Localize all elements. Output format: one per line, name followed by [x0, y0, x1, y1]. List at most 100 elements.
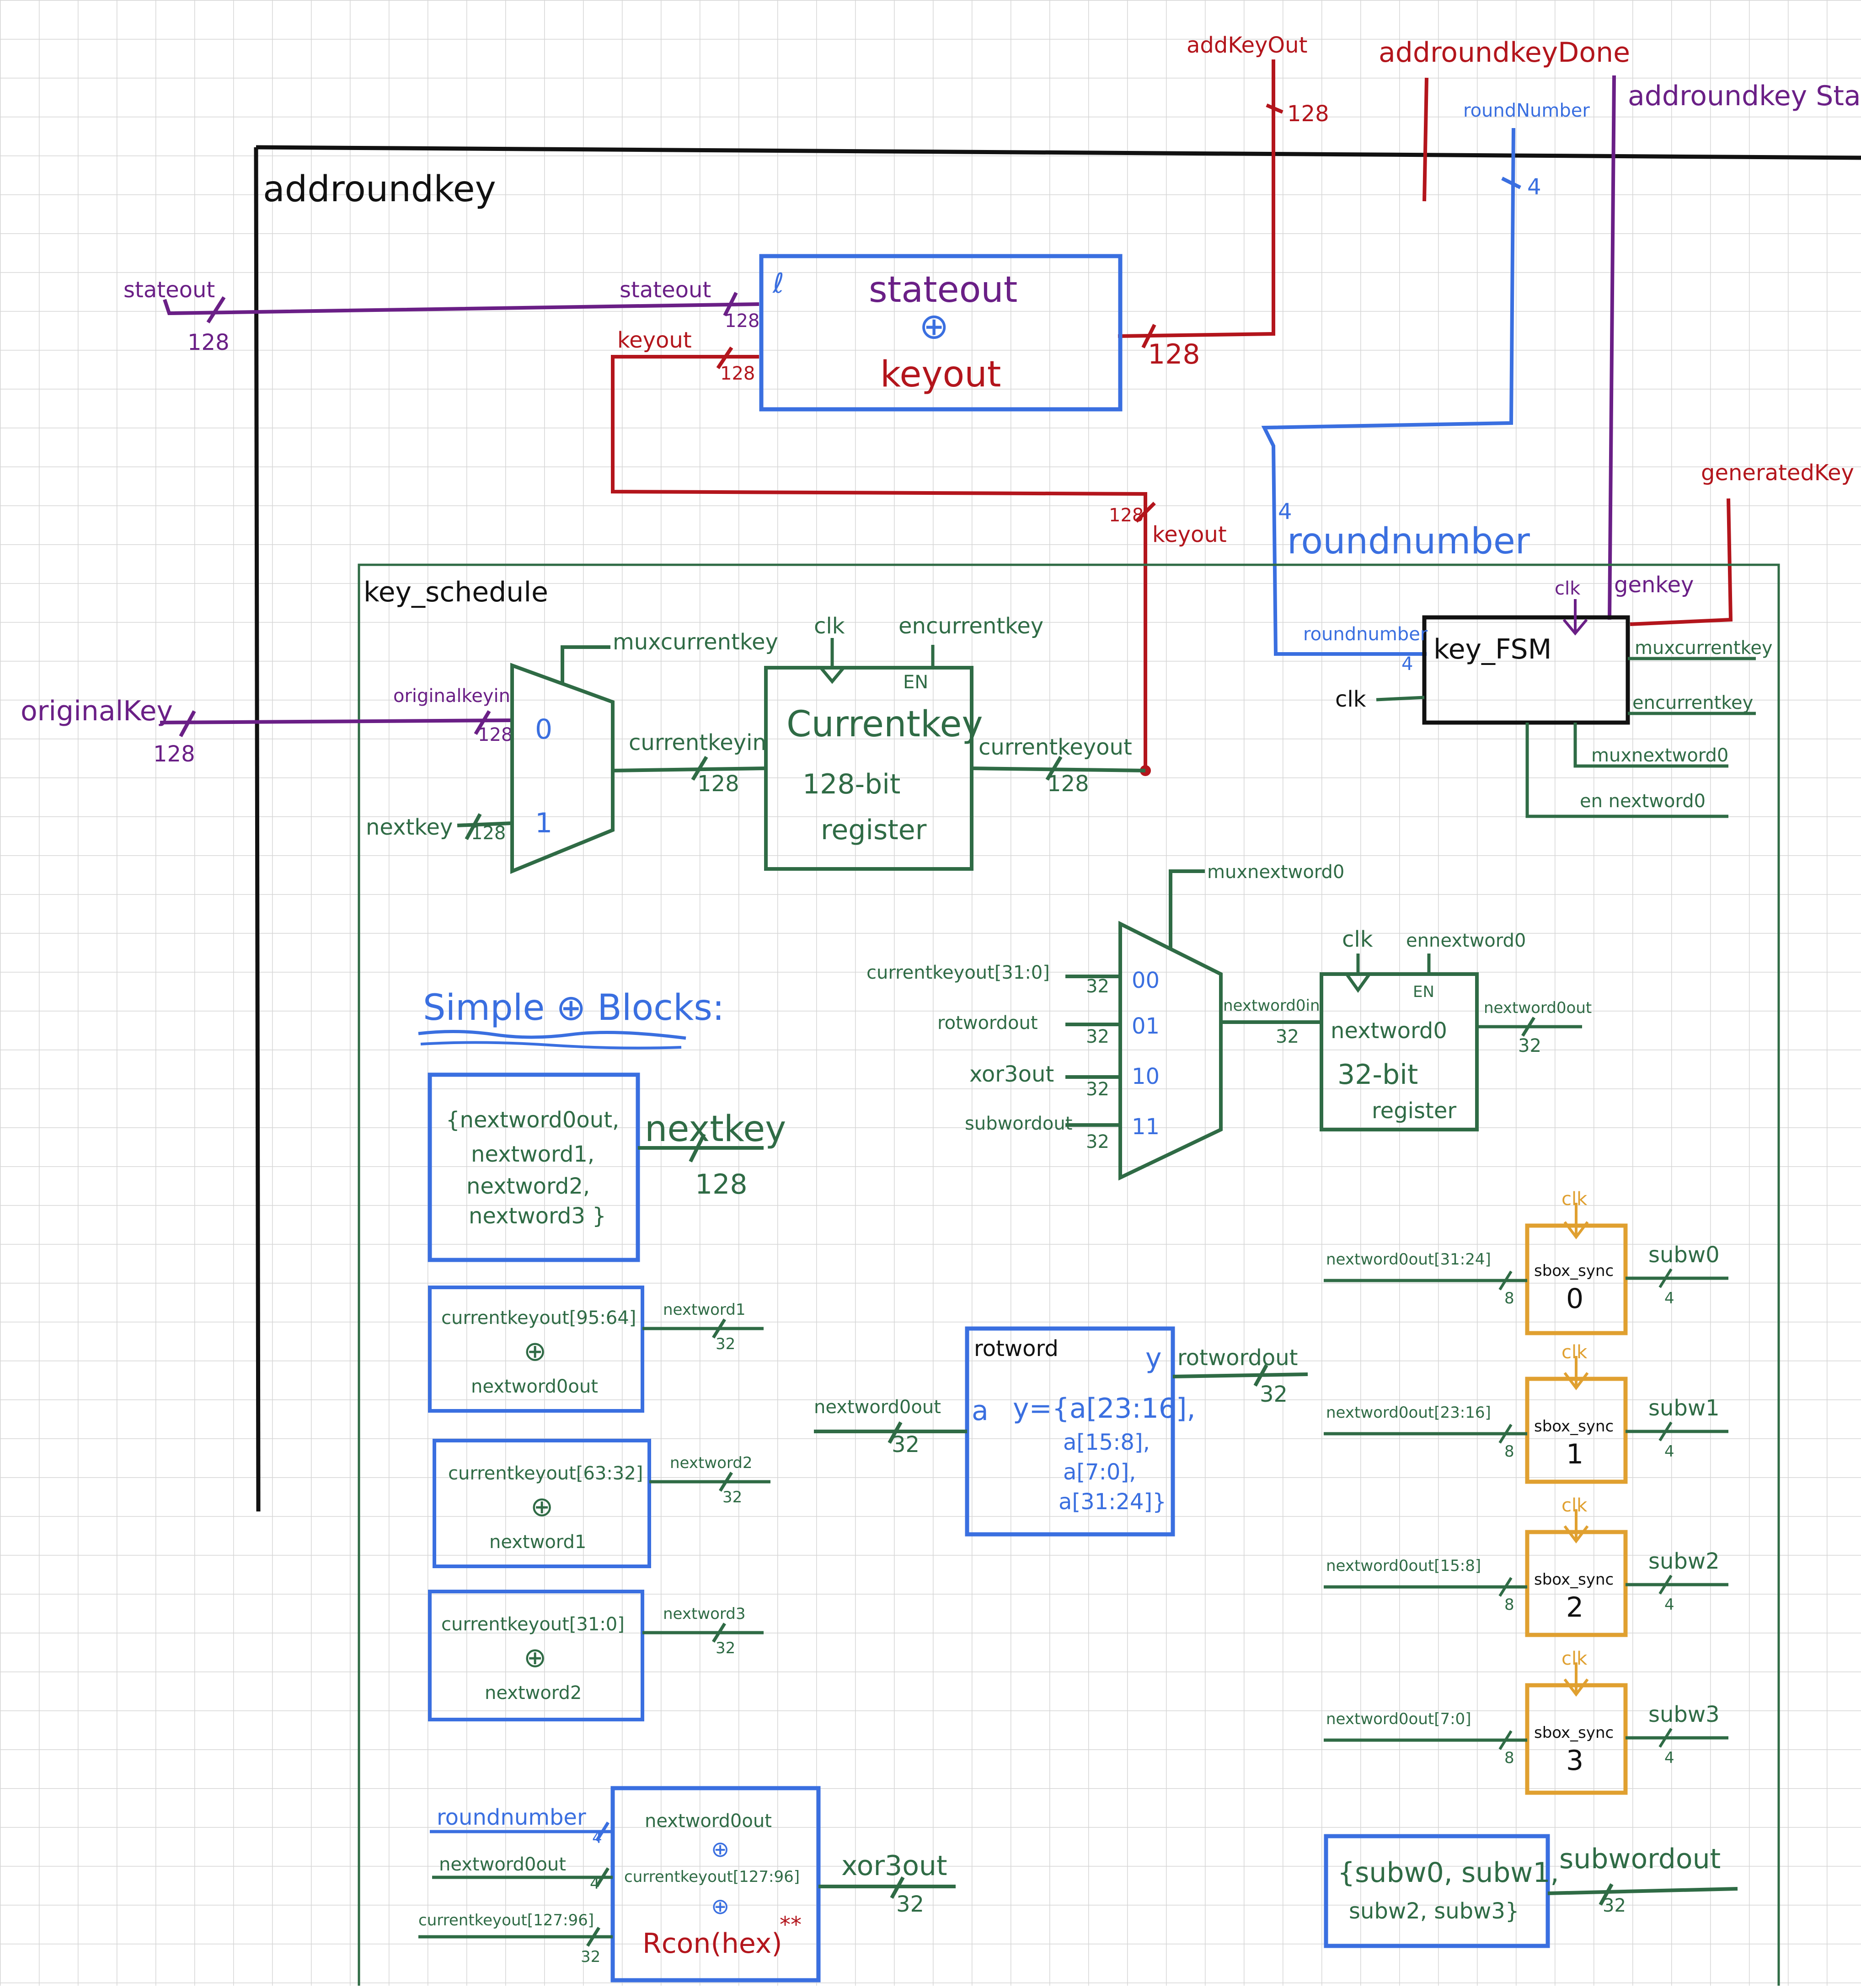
fsm-out-0: muxcurrentkey	[1635, 638, 1773, 659]
sbox2-out-width: 4	[1664, 1596, 1674, 1614]
mux2-in0-sel: 00	[1132, 968, 1160, 993]
sbox-2	[1324, 1509, 1728, 1637]
top-wires	[1118, 59, 1733, 656]
xor2-out-label: nextword2	[670, 1454, 753, 1472]
concat-line-1: nextword1,	[471, 1141, 594, 1167]
mux2-wires	[1065, 869, 1321, 1127]
sbox-3	[1324, 1662, 1728, 1795]
nextword0-out-label: nextword0out	[1484, 999, 1592, 1017]
fsm-roundnumber-label: roundnumber	[1303, 624, 1428, 645]
currentkey-type: register	[821, 814, 927, 846]
nextkey-out-wire	[638, 1133, 764, 1163]
roundnumber-wire-label: roundnumber	[1287, 521, 1530, 562]
originalkey-wire	[160, 710, 513, 737]
concat-out-width: 128	[695, 1168, 748, 1200]
rotword-in-width: 32	[892, 1432, 920, 1458]
nextword0-en-signal: ennextword0	[1406, 930, 1526, 951]
mux1-sel1: 1	[535, 807, 552, 839]
addroundkey-title: addroundkey	[263, 169, 496, 210]
xor3b-b: nextword2	[485, 1683, 582, 1704]
key-schedule-title: key_schedule	[364, 576, 548, 608]
mux2-in0-width: 32	[1086, 976, 1109, 997]
xor3-op1: ⊕	[711, 1837, 729, 1862]
currentkey-clk-label: clk	[814, 613, 845, 639]
xor2-out-width: 32	[722, 1488, 742, 1506]
sbox0-in-width: 8	[1504, 1289, 1514, 1307]
stateout-input-label: stateout	[123, 277, 215, 303]
sbox1-out-label: subw1	[1648, 1395, 1720, 1421]
sbox2-in-label: nextword0out[15:8]	[1326, 1557, 1481, 1575]
sbox1-in-label: nextword0out[23:16]	[1326, 1404, 1491, 1422]
nextword0-out-wire	[1477, 1017, 1582, 1037]
mux-nextword0	[1118, 921, 1223, 1181]
xor-block-line2: keyout	[880, 354, 1001, 395]
rotword-wires	[814, 1364, 1308, 1444]
xor2-b: nextword1	[489, 1532, 586, 1553]
mux2-in1-width: 32	[1086, 1026, 1109, 1047]
mux2-out-label: nextword0in	[1223, 997, 1320, 1015]
fsm-genkey-label: genkey	[1614, 572, 1694, 598]
xor1-out-wire	[642, 1318, 764, 1339]
mux2-in0-label: currentkeyout[31:0]	[866, 962, 1050, 983]
rotword-expr-0: y={a[23:16],	[1013, 1393, 1196, 1425]
xor-nextword3-block	[428, 1590, 644, 1721]
currentkey-clk-triangle	[819, 666, 845, 684]
xor-nextword2-block	[433, 1439, 651, 1568]
originalkey-input-label: originalKey	[21, 695, 173, 727]
fsm-clk-top: clk	[1555, 578, 1581, 599]
keyout-wire-label: keyout	[1152, 522, 1227, 547]
fsm-out-2: muxnextword0	[1591, 745, 1728, 766]
mux1-in1-label: nextkey	[366, 814, 453, 840]
mux2-in3-label: subwordout	[965, 1113, 1072, 1134]
mux1-in0-width: 128	[478, 724, 513, 745]
addkeyout-label: addKeyOut	[1187, 32, 1307, 58]
mux2-in3-sel: 11	[1132, 1114, 1160, 1140]
xor3b-out-wire	[642, 1623, 764, 1643]
mux1-out-label: currentkeyin	[629, 730, 766, 756]
simple-blocks-underline-2	[420, 1041, 682, 1050]
mux1-in0-label: originalkeyin	[393, 686, 510, 707]
xor3-in-ck-label: currentkeyout[127:96]	[418, 1911, 594, 1929]
rotword-title: rotword	[974, 1336, 1059, 1361]
sbox1-name: sbox_sync	[1534, 1417, 1614, 1436]
sbox1-in-width: 8	[1504, 1442, 1514, 1461]
xor-stateout-width: 128	[725, 311, 759, 332]
sbox2-out-label: subw2	[1648, 1549, 1720, 1574]
mux2-in2-sel: 10	[1132, 1064, 1160, 1089]
sbox0-idx: 0	[1566, 1283, 1583, 1315]
xor-block	[759, 254, 1123, 412]
fsm-roundnumber-width: 4	[1401, 654, 1413, 675]
sbox2-clk: clk	[1562, 1495, 1588, 1516]
sbox1-clk: clk	[1562, 1342, 1588, 1363]
rotword-out-label: rotwordout	[1177, 1345, 1298, 1371]
addroundkeystart-label: addroundkey Start	[1628, 80, 1861, 112]
xor3b-out-label: nextword3	[663, 1605, 746, 1623]
sbox1-idx: 1	[1566, 1438, 1583, 1470]
sbox0-clk: clk	[1562, 1189, 1588, 1210]
fsm-out-1: encurrentkey	[1632, 692, 1753, 713]
sbox3-clk: clk	[1562, 1648, 1588, 1669]
sbox0-out-width: 4	[1664, 1289, 1674, 1307]
sbox2-in-width: 8	[1504, 1596, 1514, 1614]
concat-out-label: nextkey	[645, 1109, 786, 1150]
xor3-rcon-block	[610, 1786, 821, 1983]
xor3-out-wire	[818, 1876, 956, 1899]
xor-nextword1-block	[428, 1286, 644, 1413]
subword-concat-block	[1324, 1834, 1550, 1948]
sbox3-in-label: nextword0out[7:0]	[1326, 1710, 1471, 1728]
sbox-0	[1324, 1203, 1728, 1335]
xor2-out-wire	[649, 1472, 770, 1492]
xor3-in-wires	[418, 1822, 613, 1947]
currentkey-out-wire	[971, 756, 1146, 781]
sbox1-out-width: 4	[1664, 1442, 1674, 1461]
mux2-in1-label: rotwordout	[937, 1013, 1038, 1034]
xor3b-out-width: 32	[716, 1639, 735, 1657]
mux1-sel0: 0	[535, 713, 552, 745]
xor1-b: nextword0out	[471, 1376, 598, 1397]
xor3-l2: currentkeyout[127:96]	[624, 1868, 800, 1886]
addkeyout-width: 128	[1287, 101, 1329, 127]
sbox3-in-width: 8	[1504, 1749, 1514, 1767]
xor2-a: currentkeyout[63:32]	[448, 1463, 643, 1484]
xor3-in-nw-width: 4	[590, 1875, 600, 1893]
sbox0-out-label: subw0	[1648, 1242, 1720, 1268]
